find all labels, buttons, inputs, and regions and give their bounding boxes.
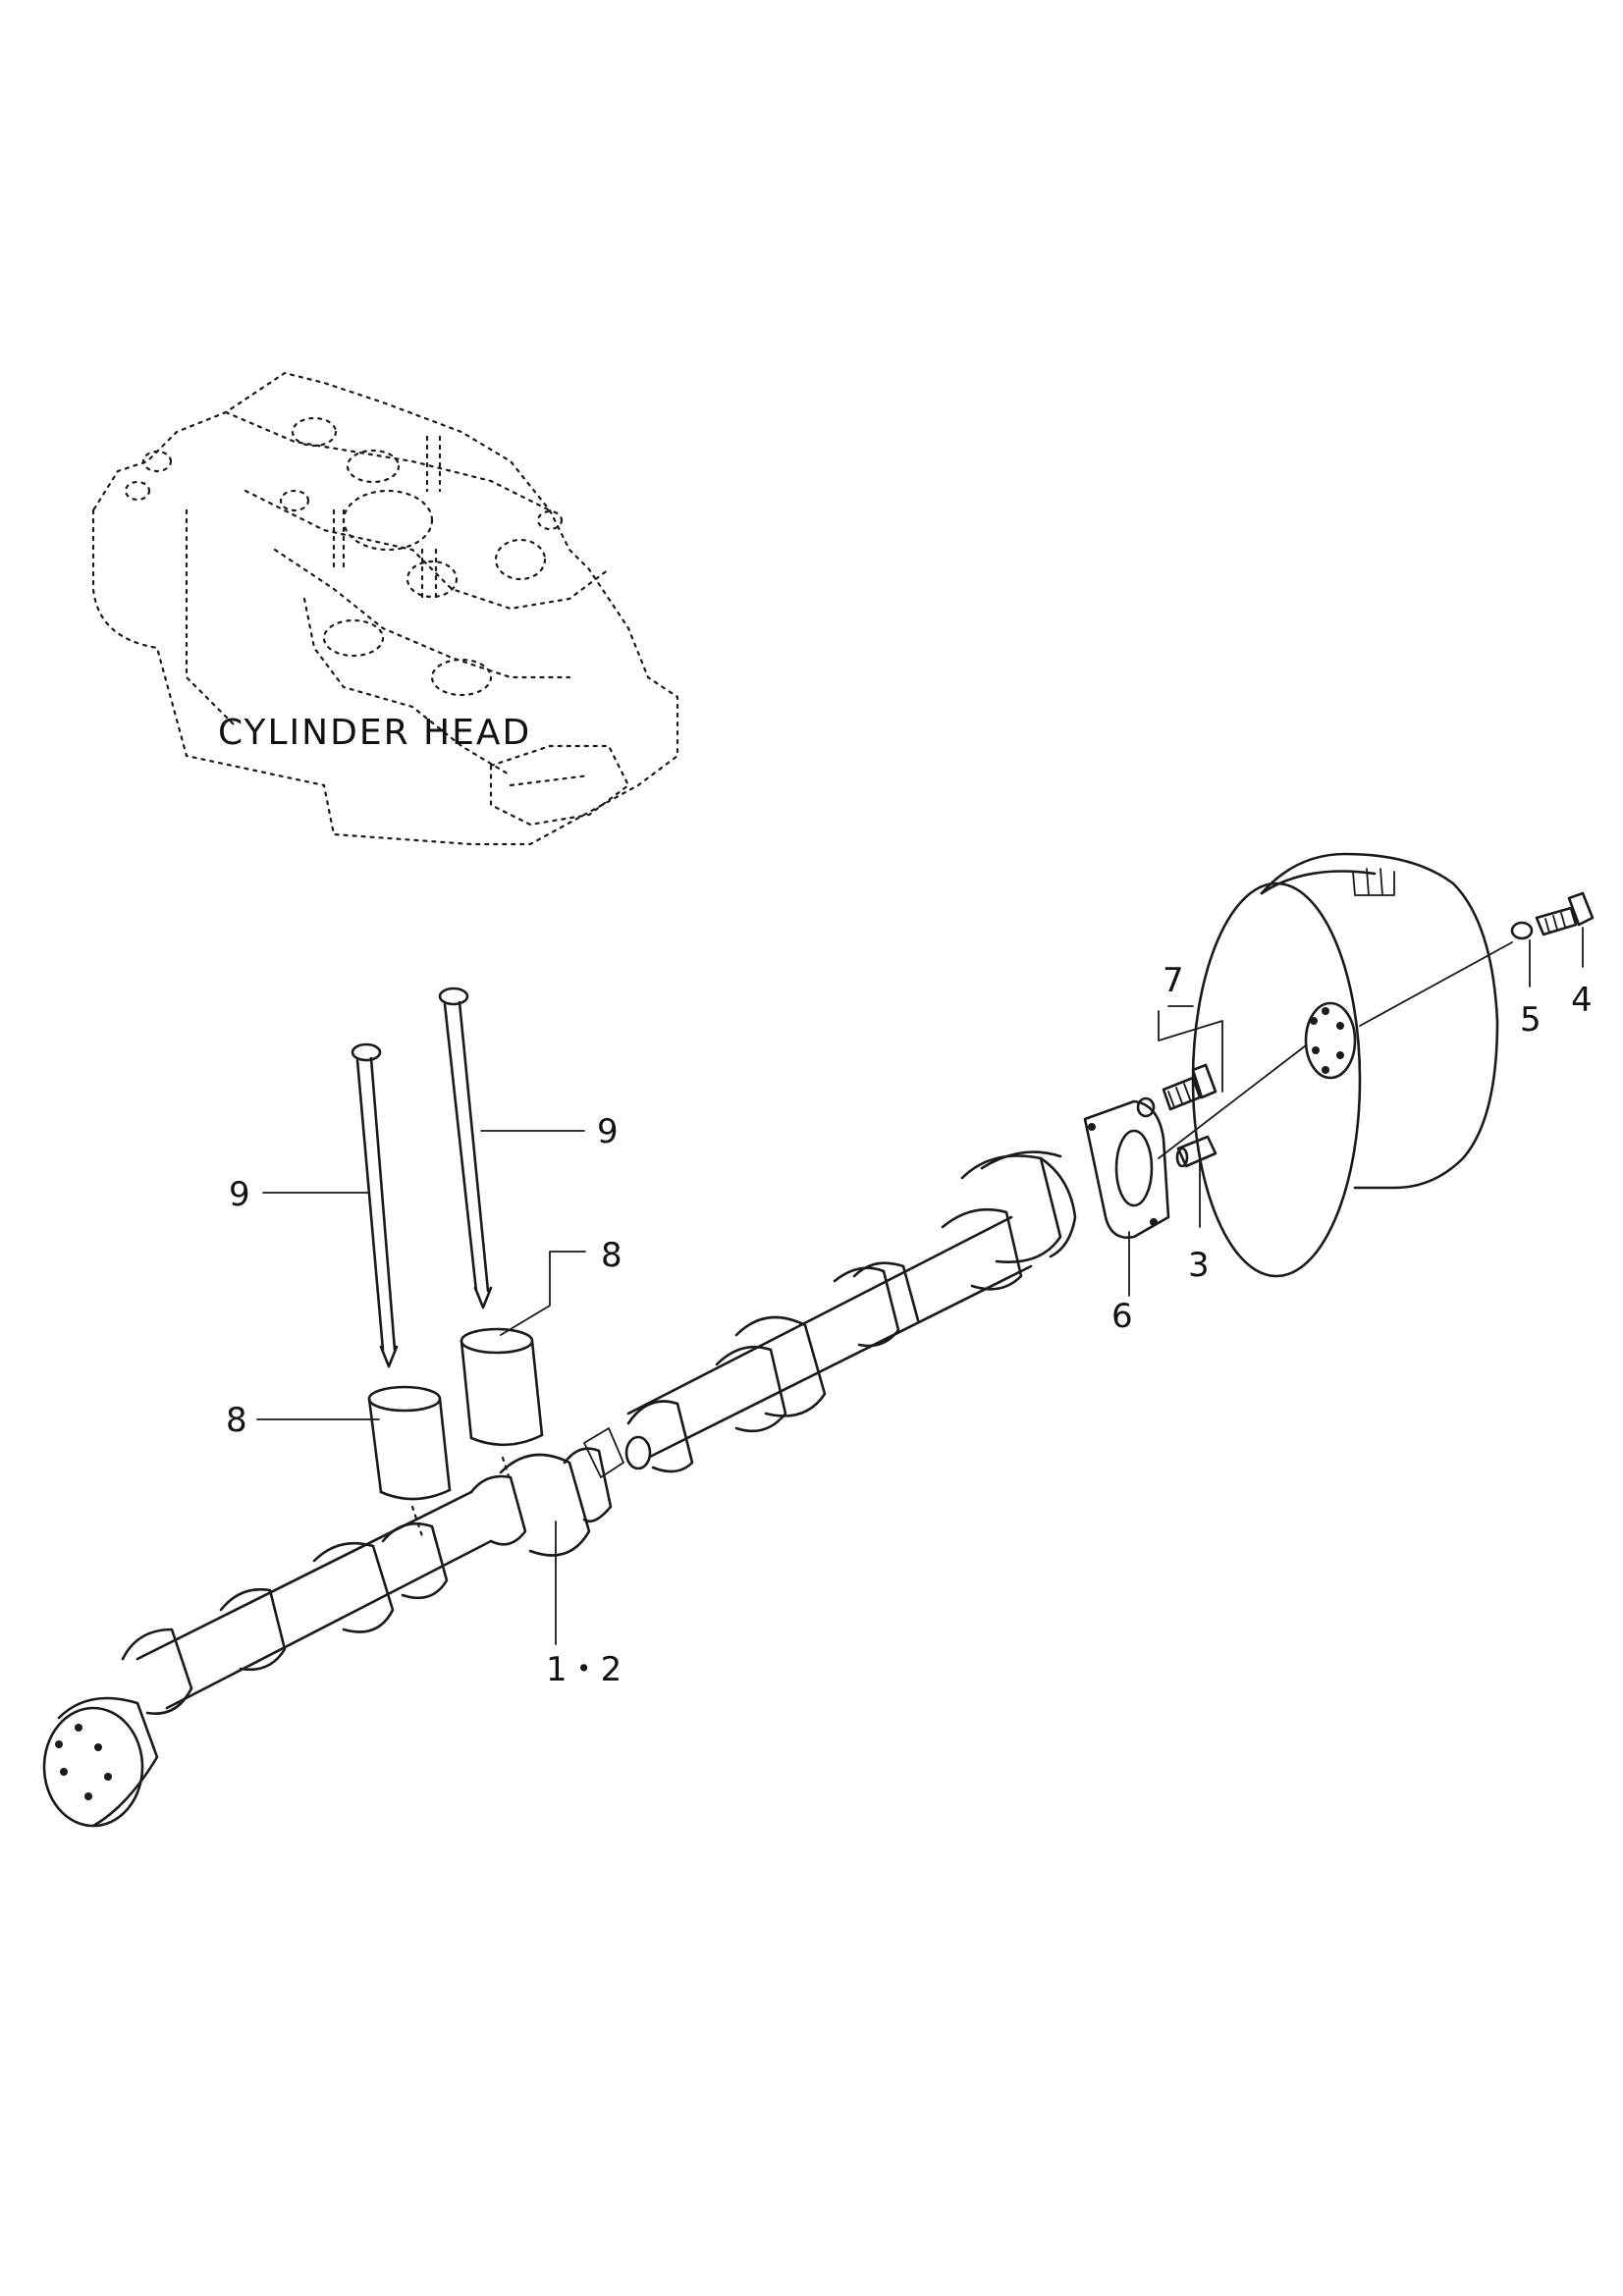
- callout-6: 6: [1111, 1297, 1133, 1336]
- callout-4: 4: [1571, 981, 1593, 1020]
- bolt-washer-4-5-drawing: [1510, 891, 1595, 940]
- push-rod-right-drawing: [438, 987, 493, 1309]
- callout-5: 5: [1520, 1000, 1542, 1040]
- cylinder-head-label: CYLINDER HEAD: [218, 713, 531, 753]
- callout-9-right: 9: [597, 1112, 619, 1151]
- camshaft-gear-drawing: [1158, 852, 1513, 1278]
- tappet-left-drawing: [367, 1385, 452, 1538]
- callout-1-2: 1・2: [546, 1650, 622, 1689]
- cylinder-head-drawing: [91, 371, 679, 846]
- push-rod-left-drawing: [351, 1042, 399, 1368]
- leader-lines: [256, 927, 1584, 1645]
- callout-3: 3: [1188, 1246, 1210, 1285]
- callout-8-right: 8: [601, 1236, 622, 1275]
- thrust-plate-drawing: [1083, 1099, 1170, 1239]
- callout-7: 7: [1163, 961, 1184, 1000]
- camshaft-drawing: [42, 1150, 1077, 1828]
- callout-9-left: 9: [229, 1175, 250, 1214]
- tappet-right-drawing: [460, 1327, 544, 1484]
- bolt-washer-7-drawing: [1136, 1063, 1217, 1118]
- callout-8-left: 8: [226, 1401, 247, 1440]
